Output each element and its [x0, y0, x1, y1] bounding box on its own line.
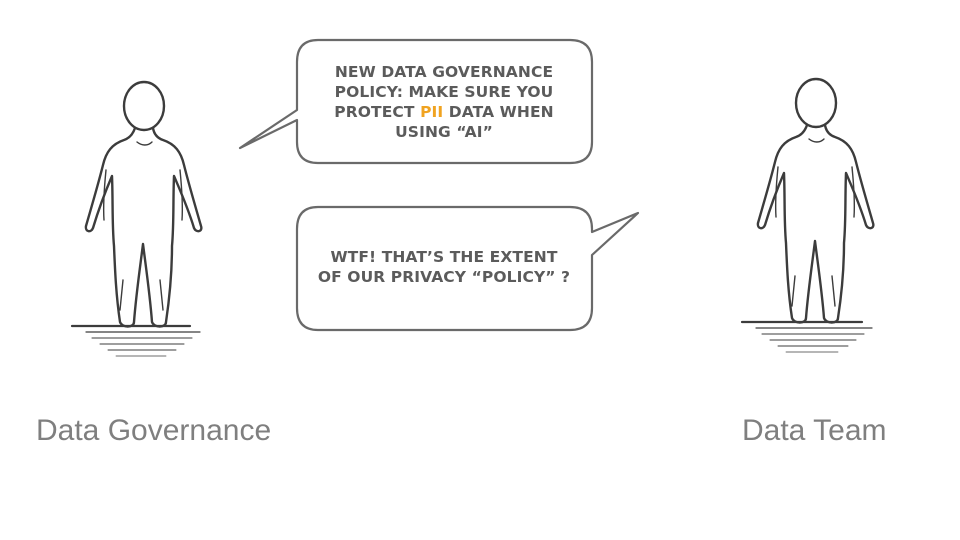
- person-figure-right: [756, 77, 875, 324]
- speech-text-data-team-reply: WTF! THAT’S THE EXTENT OF OUR PRIVACY “P…: [300, 247, 588, 287]
- bubble-top-line-3: PROTECT PII DATA WHEN: [300, 102, 588, 122]
- ground-shadow-left: [70, 324, 201, 357]
- bubble-top-line-3-after: DATA WHEN: [443, 103, 554, 121]
- speech-text-governance-policy: NEW DATA GOVERNANCE POLICY: MAKE SURE YO…: [300, 62, 588, 142]
- person-figure-left: [84, 80, 203, 328]
- bubble-bottom-line-1: WTF! THAT’S THE EXTENT: [330, 248, 558, 266]
- bubble-top-line-4: USING “AI”: [395, 123, 493, 141]
- pii-highlight: PII: [420, 103, 444, 121]
- bubble-top-line-1: NEW DATA GOVERNANCE: [334, 63, 554, 81]
- bubble-top-line-2: POLICY: MAKE SURE YOU: [334, 83, 554, 101]
- bubble-top-line-3-before: PROTECT: [334, 103, 421, 121]
- speech-bubble-top: [238, 38, 594, 165]
- speech-bubble-bottom: [295, 205, 640, 332]
- ground-shadow-right: [740, 320, 873, 353]
- caption-data-team: Data Team: [742, 414, 887, 447]
- caption-data-governance: Data Governance: [36, 414, 272, 447]
- bubble-bottom-line-2: OF OUR PRIVACY “POLICY” ?: [317, 268, 571, 286]
